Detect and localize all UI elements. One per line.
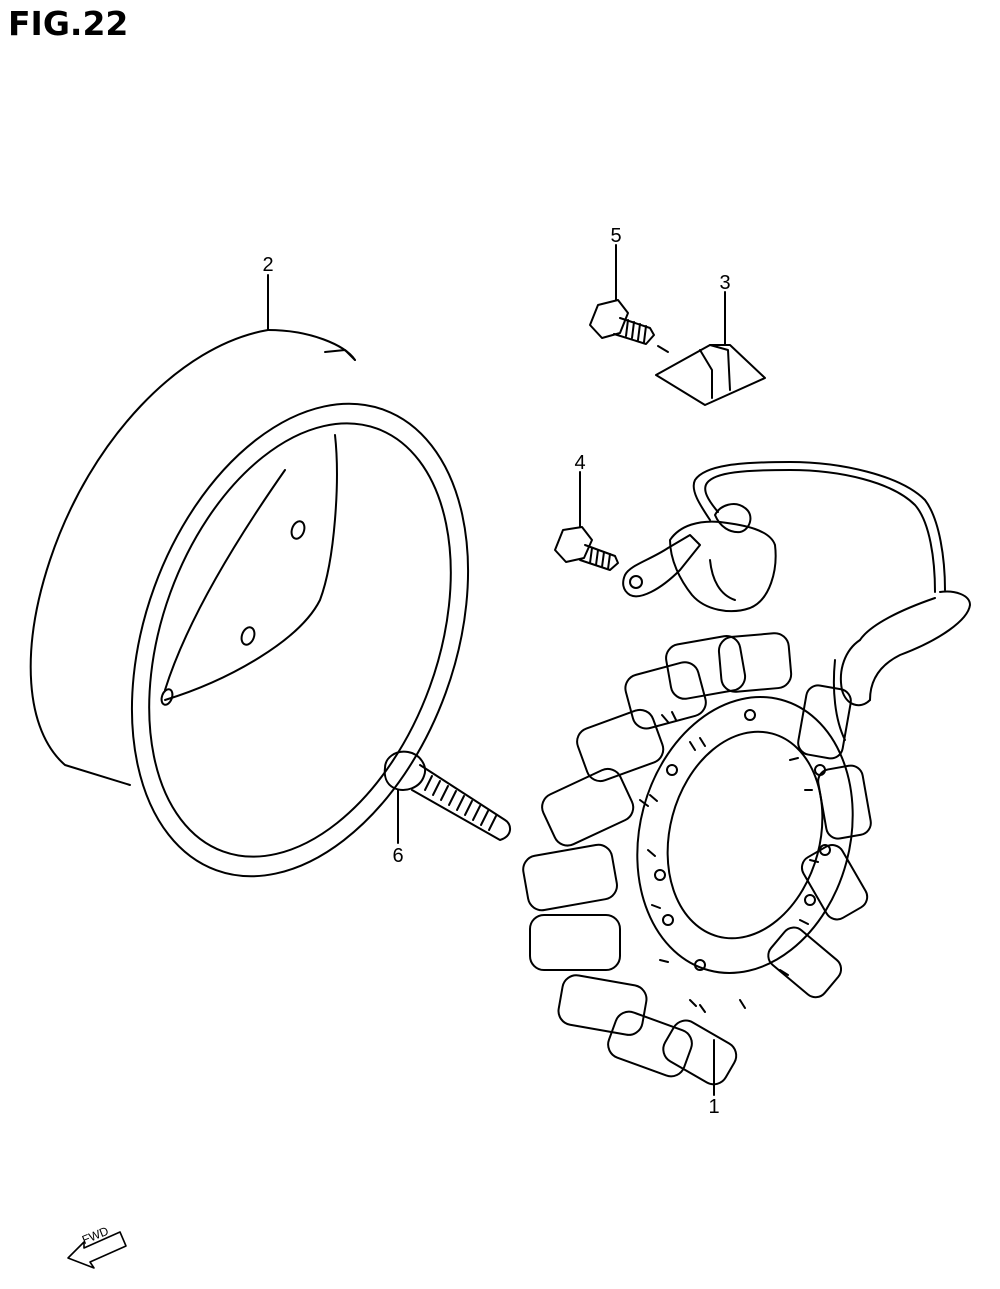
callout-part-1: 1 <box>708 1096 720 1118</box>
wire-sleeve <box>832 590 971 741</box>
forward-arrow-icon <box>67 1231 127 1269</box>
callout-part-6: 6 <box>392 845 404 867</box>
pickup-coil <box>622 461 946 613</box>
bracket-plate-3 <box>655 344 766 406</box>
bolt-4 <box>554 526 619 571</box>
callout-part-4: 4 <box>574 452 586 474</box>
rotor-ring <box>29 329 470 878</box>
callout-part-3: 3 <box>719 272 731 294</box>
leader-dash-5 <box>657 345 669 353</box>
figure-title: FIG.22 <box>8 4 129 43</box>
bolt-6 <box>383 750 511 841</box>
stator <box>522 632 872 1086</box>
callout-part-2: 2 <box>262 254 274 276</box>
bolt-5 <box>589 299 655 345</box>
callout-part-5: 5 <box>610 225 622 247</box>
